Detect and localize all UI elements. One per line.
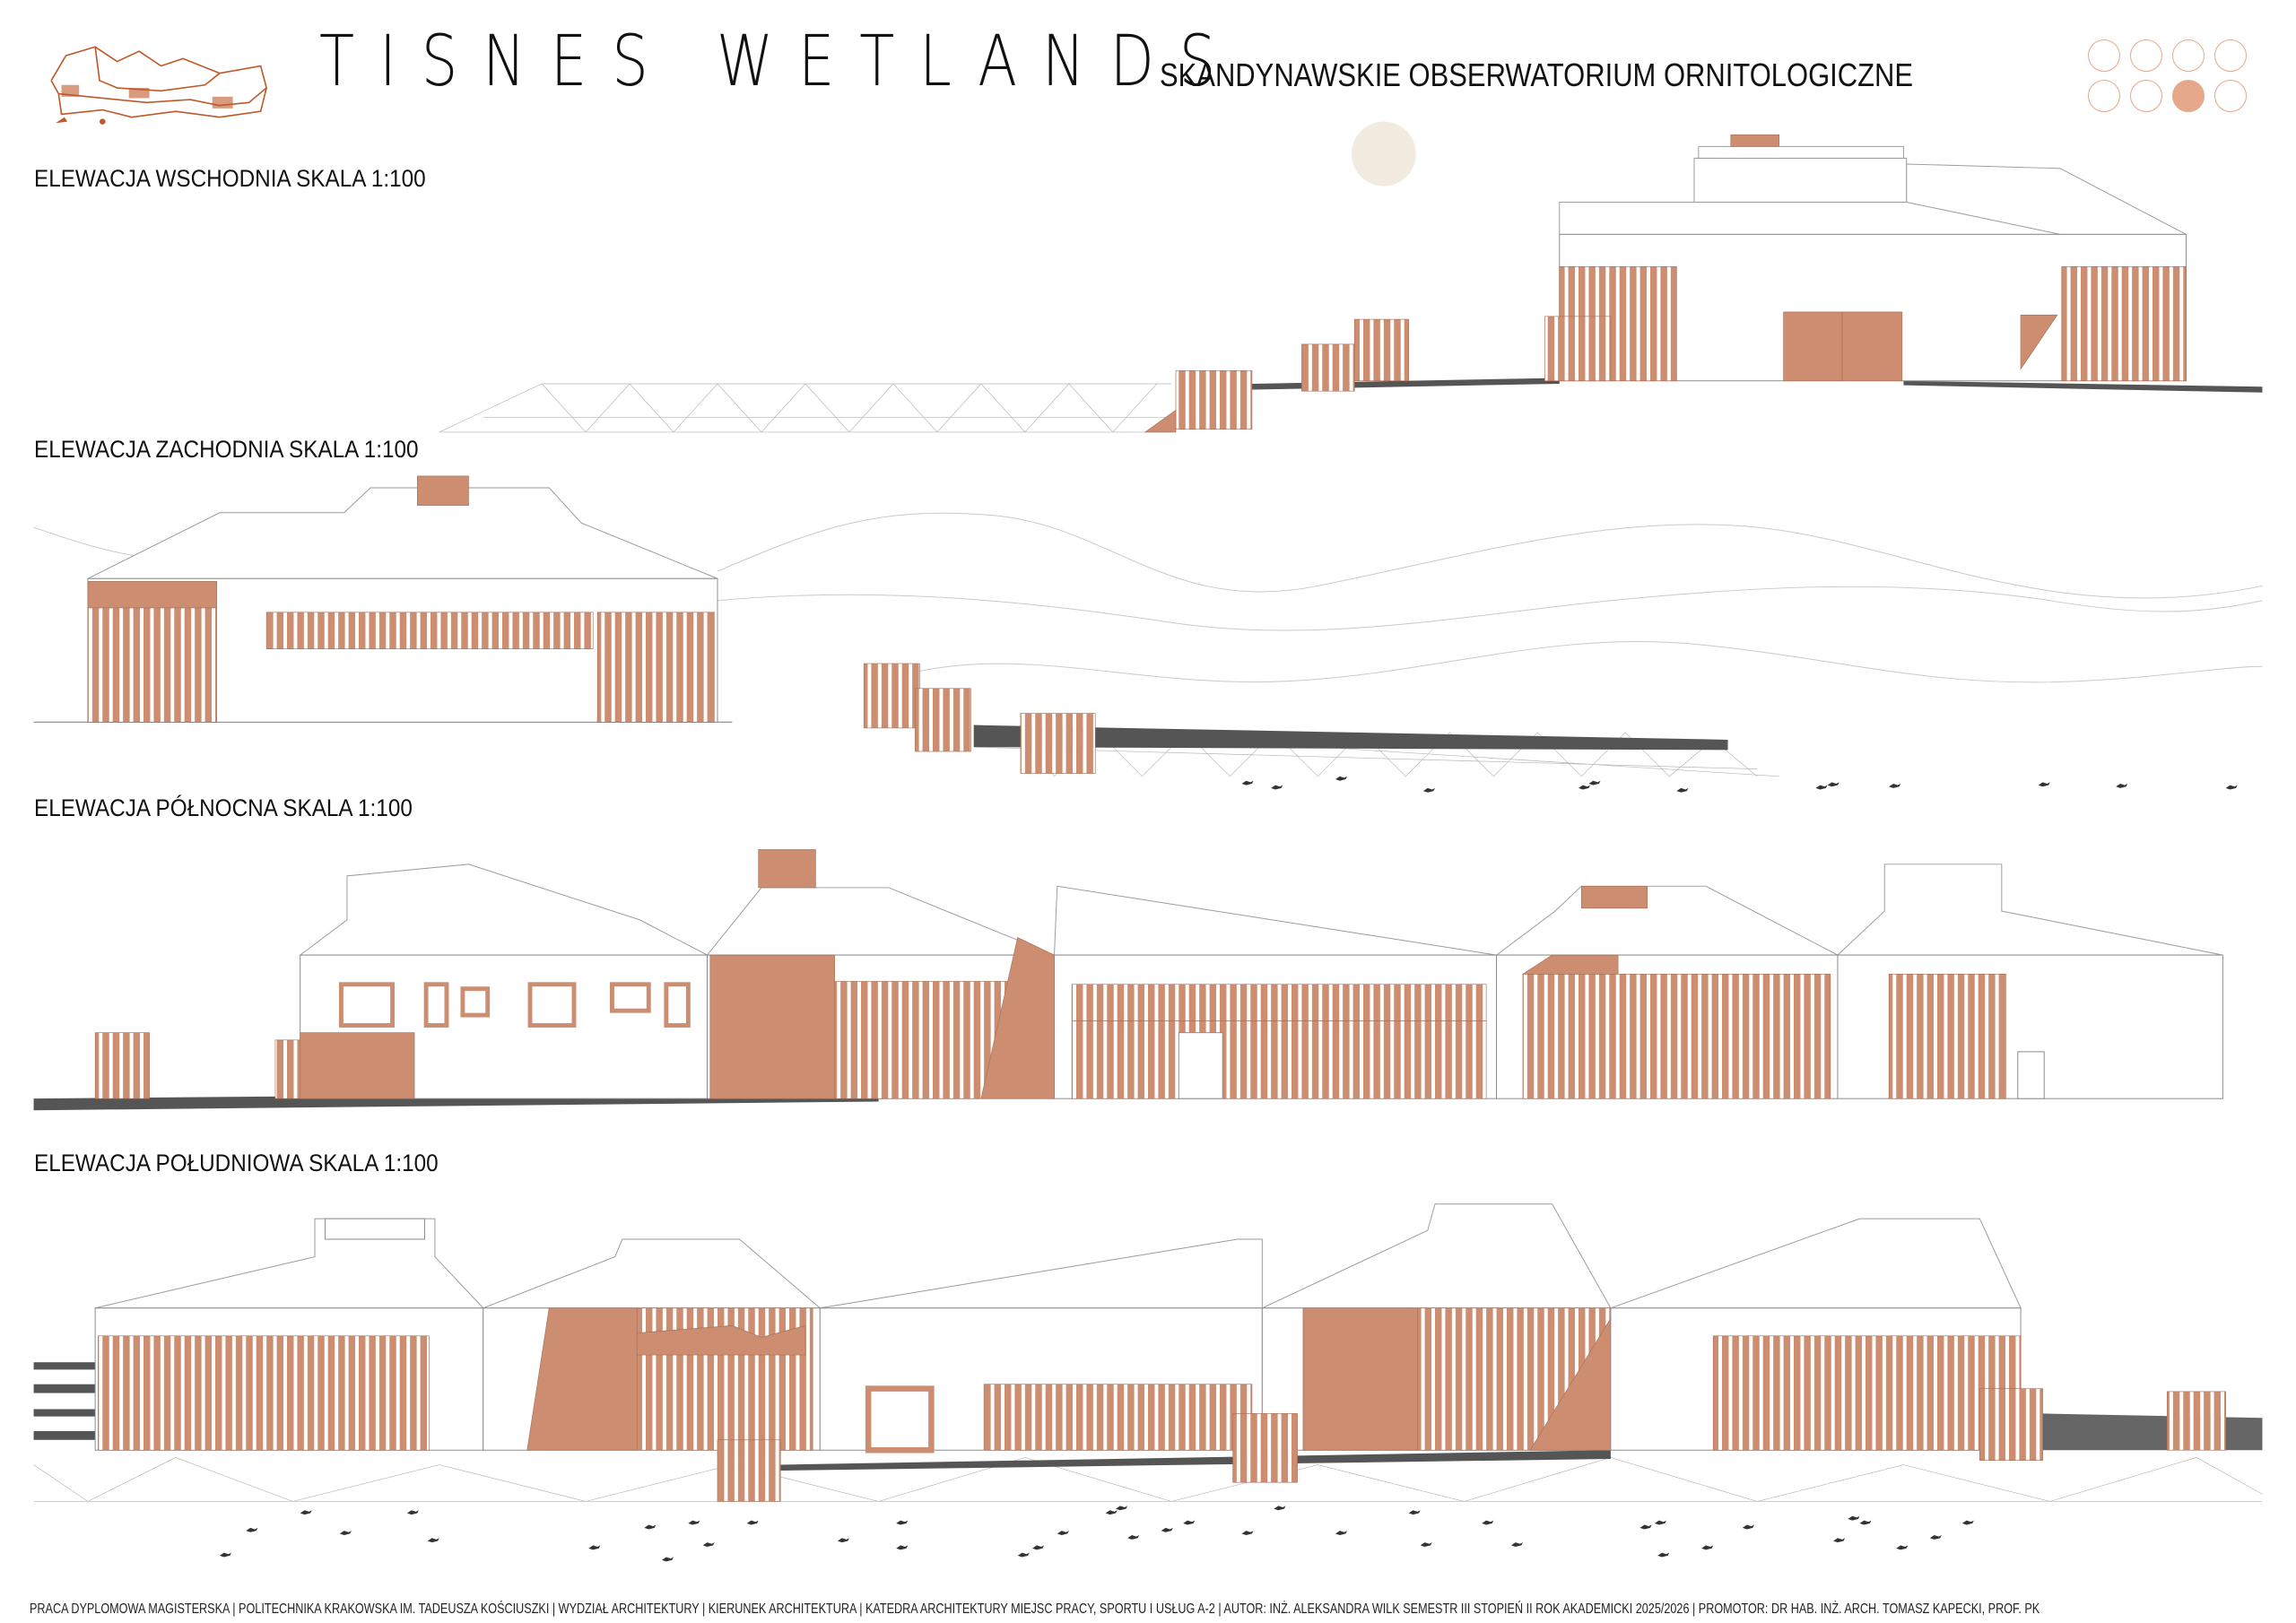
bird-icon (1482, 1520, 1494, 1525)
bird-icon (688, 1520, 700, 1525)
bird-icon (246, 1527, 258, 1532)
bird-icon (746, 1520, 759, 1525)
bird-icon (1742, 1524, 1754, 1530)
bird-icon (1017, 1552, 1030, 1558)
bird-icon (1127, 1534, 1140, 1540)
bird-icon (339, 1531, 352, 1535)
page-indicator-dot (2214, 80, 2247, 112)
west-elevation (33, 475, 2263, 777)
bird-icon (406, 1510, 419, 1515)
page-indicator-dot (2088, 39, 2120, 72)
east-elevation (439, 134, 2263, 433)
project-subtitle: SKANDYNAWSKIE OBSERWATORIUM ORNITOLOGICZ… (1160, 56, 1914, 93)
north-elevation (33, 849, 2223, 1111)
bird-icon (1815, 785, 1828, 790)
bird-icon (1588, 780, 1601, 785)
page-indicator-dot (2130, 39, 2162, 72)
page-indicator-dot (2172, 80, 2205, 112)
bird-icon (702, 1542, 715, 1548)
page-indicator (2088, 39, 2248, 112)
bird-icon (2038, 782, 2050, 787)
bird-icon (1161, 1527, 1173, 1532)
bird-icon (1057, 1531, 1069, 1535)
bird-icon (2116, 783, 2128, 788)
bird-icon (1032, 1545, 1045, 1550)
bird-icon (219, 1552, 231, 1558)
bird-icon (1420, 1542, 1432, 1548)
bird-icon (1827, 782, 1839, 787)
bird-icon (1408, 1510, 1421, 1515)
bird-icon (1848, 1515, 1860, 1521)
bird-icon (1335, 776, 1348, 781)
bird-icon (1676, 787, 1689, 793)
bird-icon (1241, 780, 1254, 785)
bird-icon (1271, 785, 1283, 790)
bird-icon (2225, 785, 2238, 790)
project-title: TISNES WETLANDS (319, 22, 1241, 102)
bird-icon (1896, 1545, 1909, 1550)
bird-icon (1274, 1506, 1286, 1511)
bird-icon (588, 1545, 601, 1550)
section-label-west: ELEWACJA ZACHODNIA SKALA 1:100 (34, 436, 419, 463)
bird-icon (896, 1520, 909, 1525)
bird-icon (837, 1538, 849, 1543)
bird-icon (644, 1524, 657, 1530)
bird-icon (1422, 787, 1435, 793)
bird-icon (1889, 783, 1901, 788)
project-logo (50, 46, 268, 125)
bird-icon (1335, 1531, 1348, 1535)
bird-icon (300, 1510, 312, 1515)
bird-silhouettes (219, 776, 2238, 1562)
bird-icon (1833, 1538, 1846, 1543)
section-label-east: ELEWACJA WSCHODNIA SKALA 1:100 (34, 165, 426, 192)
south-elevation (33, 1203, 2263, 1502)
bird-icon (661, 1557, 674, 1562)
bird-icon (1961, 1520, 1974, 1525)
page-indicator-dot (2130, 80, 2162, 112)
bird-icon (1578, 785, 1591, 790)
bird-icon (1105, 1510, 1118, 1515)
footer-credits: PRACA DYPLOMOWA MAGISTERSKA | POLITECHNI… (30, 1601, 2040, 1617)
bird-icon (896, 1545, 909, 1550)
page-indicator-dot (2214, 39, 2247, 72)
page-indicator-dot (2172, 39, 2205, 72)
section-label-north: ELEWACJA PÓŁNOCNA SKALA 1:100 (34, 794, 413, 821)
bird-icon (1183, 1520, 1196, 1525)
bird-icon (1657, 1552, 1670, 1558)
bird-icon (1116, 1506, 1128, 1511)
bird-icon (427, 1538, 439, 1543)
sun-circle (1351, 121, 1416, 187)
bird-icon (1859, 1520, 1872, 1525)
bird-icon (1654, 1520, 1666, 1525)
section-label-south: ELEWACJA POŁUDNIOWA SKALA 1:100 (34, 1150, 439, 1176)
bird-icon (1241, 1531, 1254, 1535)
bird-icon (1510, 1542, 1523, 1548)
bird-icon (1701, 1545, 1714, 1550)
bird-icon (1639, 1524, 1652, 1530)
page-indicator-dot (2088, 80, 2120, 112)
bird-icon (1929, 1534, 1942, 1540)
